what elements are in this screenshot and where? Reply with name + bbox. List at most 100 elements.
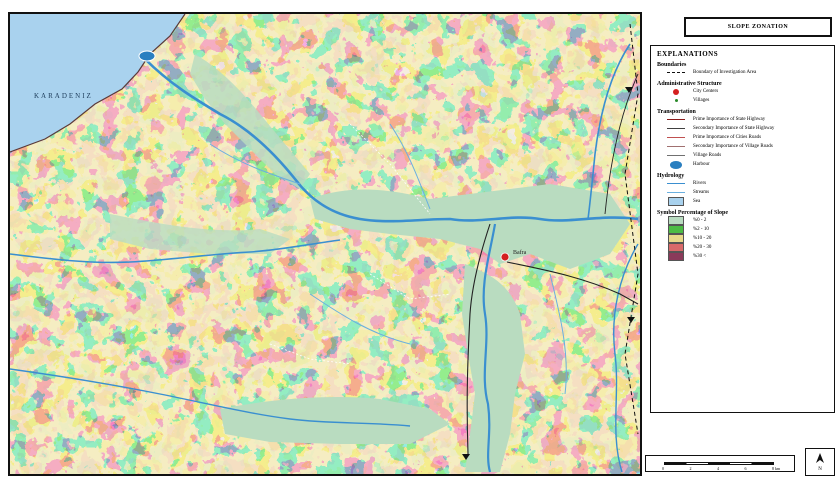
- village-road-3: [269, 343, 351, 365]
- road-end-marker-3: [462, 454, 470, 460]
- legend-item: Streams: [657, 188, 828, 197]
- legend-item-label: %0 - 2: [693, 218, 707, 223]
- legend-item: Villages: [657, 96, 828, 105]
- stream-1: [209, 143, 301, 185]
- legend-item: %2 - 10: [657, 225, 828, 234]
- legend-symbol-icon: [665, 88, 687, 95]
- river-south: [482, 223, 497, 473]
- legend-symbol-icon: [665, 160, 687, 169]
- legend-symbol-icon: [665, 216, 687, 225]
- legend-item: Secondary Importance of Village Roads: [657, 142, 828, 151]
- legend-item-label: City Centers: [693, 89, 719, 94]
- legend-item-label: Prime Importance of Cities Roads: [693, 135, 762, 140]
- legend-item-label: Sea: [693, 199, 701, 204]
- legend-section-title: Boundaries: [657, 62, 687, 68]
- floodplain-south: [462, 264, 525, 472]
- legend-symbol-icon: [665, 234, 687, 243]
- legend-symbol-icon: [665, 252, 687, 261]
- river-southwest: [10, 368, 411, 427]
- legend-symbol-icon: [665, 72, 687, 73]
- investigation-boundary: [624, 23, 639, 435]
- sea: [10, 14, 185, 152]
- legend-item: %0 - 2: [657, 216, 828, 225]
- legend-item-label: %30 <: [693, 254, 707, 259]
- scale-tick-label: 0: [662, 466, 664, 471]
- scale-bar: [664, 462, 774, 465]
- legend-section-title: Transportation: [657, 109, 696, 115]
- legend-item: City Centers: [657, 87, 828, 96]
- north-arrow-box: N: [805, 448, 835, 476]
- main-river: [144, 58, 639, 223]
- floodplain-west: [110, 214, 290, 254]
- city-label: Bafra: [513, 250, 527, 256]
- river-east: [613, 243, 639, 473]
- legend-item-label: Prime Importance of State Highway: [693, 117, 766, 122]
- road-end-marker-2: [627, 317, 635, 323]
- legend-item-label: %20 - 30: [693, 245, 712, 250]
- legend-item: Prime Importance of State Highway: [657, 115, 828, 124]
- legend-symbol-icon: [665, 225, 687, 234]
- highway-2: [506, 261, 639, 305]
- legend-item-label: Streams: [693, 190, 710, 195]
- legend-symbol-icon: [665, 128, 687, 129]
- road-end-marker-1: [625, 87, 633, 93]
- legend-item-label: Village Roads: [693, 153, 722, 158]
- legend-section-title: Symbol Percentage of Slope: [657, 210, 729, 216]
- stream-2: [389, 123, 431, 210]
- legend-section-title: Hydrology: [657, 173, 685, 179]
- legend-item-label: Secondary Importance of Village Roads: [693, 144, 773, 149]
- north-label: N: [818, 466, 822, 472]
- river-northeast: [587, 43, 631, 220]
- legend-symbol-icon: [665, 119, 687, 120]
- legend-item: %30 <: [657, 252, 828, 261]
- stream-3: [549, 273, 567, 395]
- legend-item-label: %2 - 10: [693, 227, 709, 232]
- highway-1: [466, 223, 491, 455]
- legend-symbol-icon: [665, 243, 687, 252]
- slope-map: [10, 14, 640, 474]
- floodplain-north: [190, 54, 310, 189]
- river-west: [10, 239, 341, 264]
- legend-item: %10 - 20: [657, 234, 828, 243]
- legend-symbol-icon: [665, 183, 687, 184]
- legend-item-label: Harbour: [693, 162, 710, 167]
- legend-item: %20 - 30: [657, 243, 828, 252]
- village-road-1: [349, 123, 431, 215]
- legend-item: Sea: [657, 197, 828, 206]
- legend-section-title: Administrative Structure: [657, 81, 722, 87]
- legend-item: Secondary Importance of State Highway: [657, 124, 828, 133]
- coastline: [10, 14, 186, 153]
- legend-symbol-icon: [665, 192, 687, 193]
- legend-item-label: %10 - 20: [693, 236, 712, 241]
- legend-item: Harbour: [657, 160, 828, 169]
- legend-item: Boundary of Investigation Area: [657, 68, 828, 77]
- map-title: SLOPE ZONATION: [684, 17, 832, 37]
- legend-heading: EXPLANATIONS: [657, 50, 719, 58]
- city-center-marker: [500, 252, 510, 262]
- legend-item: Village Roads: [657, 151, 828, 160]
- legend-symbol-icon: [665, 197, 687, 206]
- map-frame[interactable]: KARADENIZ Bafra: [8, 12, 642, 476]
- floodplain-central: [310, 184, 630, 269]
- scale-tick-label: 8 km: [772, 466, 781, 471]
- legend-symbol-icon: [665, 137, 687, 138]
- scale-tick-label: 6: [744, 466, 747, 471]
- sea-label: KARADENIZ: [34, 92, 93, 100]
- stream-4: [309, 293, 411, 345]
- harbour-marker: [138, 50, 156, 62]
- scale-tick-label: 4: [717, 466, 719, 471]
- scale-tick-label: 2: [689, 466, 692, 471]
- legend-item-label: Secondary Importance of State Highway: [693, 126, 775, 131]
- scale-bar-box: 0 2 4 6 8 km: [645, 455, 795, 472]
- legend-item: Prime Importance of Cities Roads: [657, 133, 828, 142]
- legend-symbol-icon: [665, 146, 687, 147]
- north-arrow-icon: [816, 452, 824, 463]
- legend-symbol-icon: [665, 155, 687, 156]
- legend-item-label: Rivers: [693, 181, 707, 186]
- legend-item: Rivers: [657, 179, 828, 188]
- legend-item-label: Villages: [693, 98, 710, 103]
- floodplain-southwest: [220, 397, 450, 444]
- legend-item-label: Boundary of Investigation Area: [693, 70, 757, 75]
